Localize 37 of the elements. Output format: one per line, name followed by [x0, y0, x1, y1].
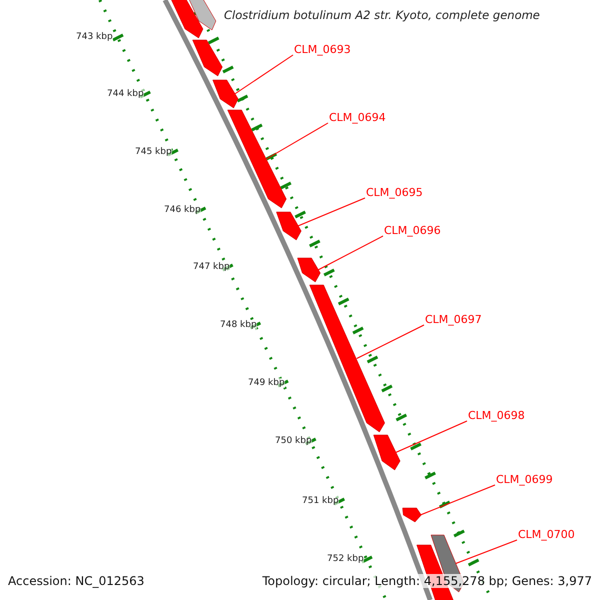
scale-label: 745 kbp: [135, 147, 172, 157]
gene-block: [373, 434, 400, 470]
gene-block: [297, 258, 321, 282]
gene-label: CLM_0699: [496, 473, 553, 486]
gene-block: [227, 110, 287, 208]
scale-label: 751 kbp: [302, 496, 339, 506]
leader-line: [297, 198, 366, 226]
genome-summary: Topology: circular; Length: 4,155,278 bp; Genes: 3,977: [262, 574, 592, 588]
scale-label: 747 kbp: [193, 262, 230, 272]
leader-line: [455, 540, 518, 564]
leader-line: [234, 54, 294, 94]
gene-block: [276, 212, 302, 240]
scale-label: 748 kbp: [220, 320, 257, 330]
gene-label: CLM_0700: [518, 528, 575, 541]
gene-block: [212, 80, 238, 108]
gene-label: CLM_0695: [366, 186, 423, 199]
scale-label: 746 kbp: [164, 205, 201, 215]
leader-line: [266, 122, 328, 160]
scale-label: 750 kbp: [275, 436, 312, 446]
leader-line: [356, 324, 424, 359]
scale-label: 743 kbp: [76, 32, 113, 42]
scale-label: 752 kbp: [327, 554, 364, 564]
gene-block: [192, 40, 223, 76]
gene-label: CLM_0694: [329, 111, 386, 124]
gene-block: [402, 508, 422, 522]
scale-label: 749 kbp: [248, 378, 285, 388]
gene-label: CLM_0696: [384, 224, 441, 237]
leader-line: [420, 484, 496, 516]
gene-block: [309, 284, 385, 432]
title: Clostridium botulinum A2 str. Kyoto, complete genome: [224, 8, 540, 22]
accession-text: Accession: NC_012563: [8, 574, 144, 588]
gene-label: CLM_0693: [294, 43, 351, 56]
gene-label: CLM_0697: [425, 313, 482, 326]
gene-label: CLM_0698: [468, 409, 525, 422]
scale-label: 744 kbp: [107, 89, 144, 99]
leader-line: [317, 236, 384, 270]
leader-line: [395, 420, 468, 453]
